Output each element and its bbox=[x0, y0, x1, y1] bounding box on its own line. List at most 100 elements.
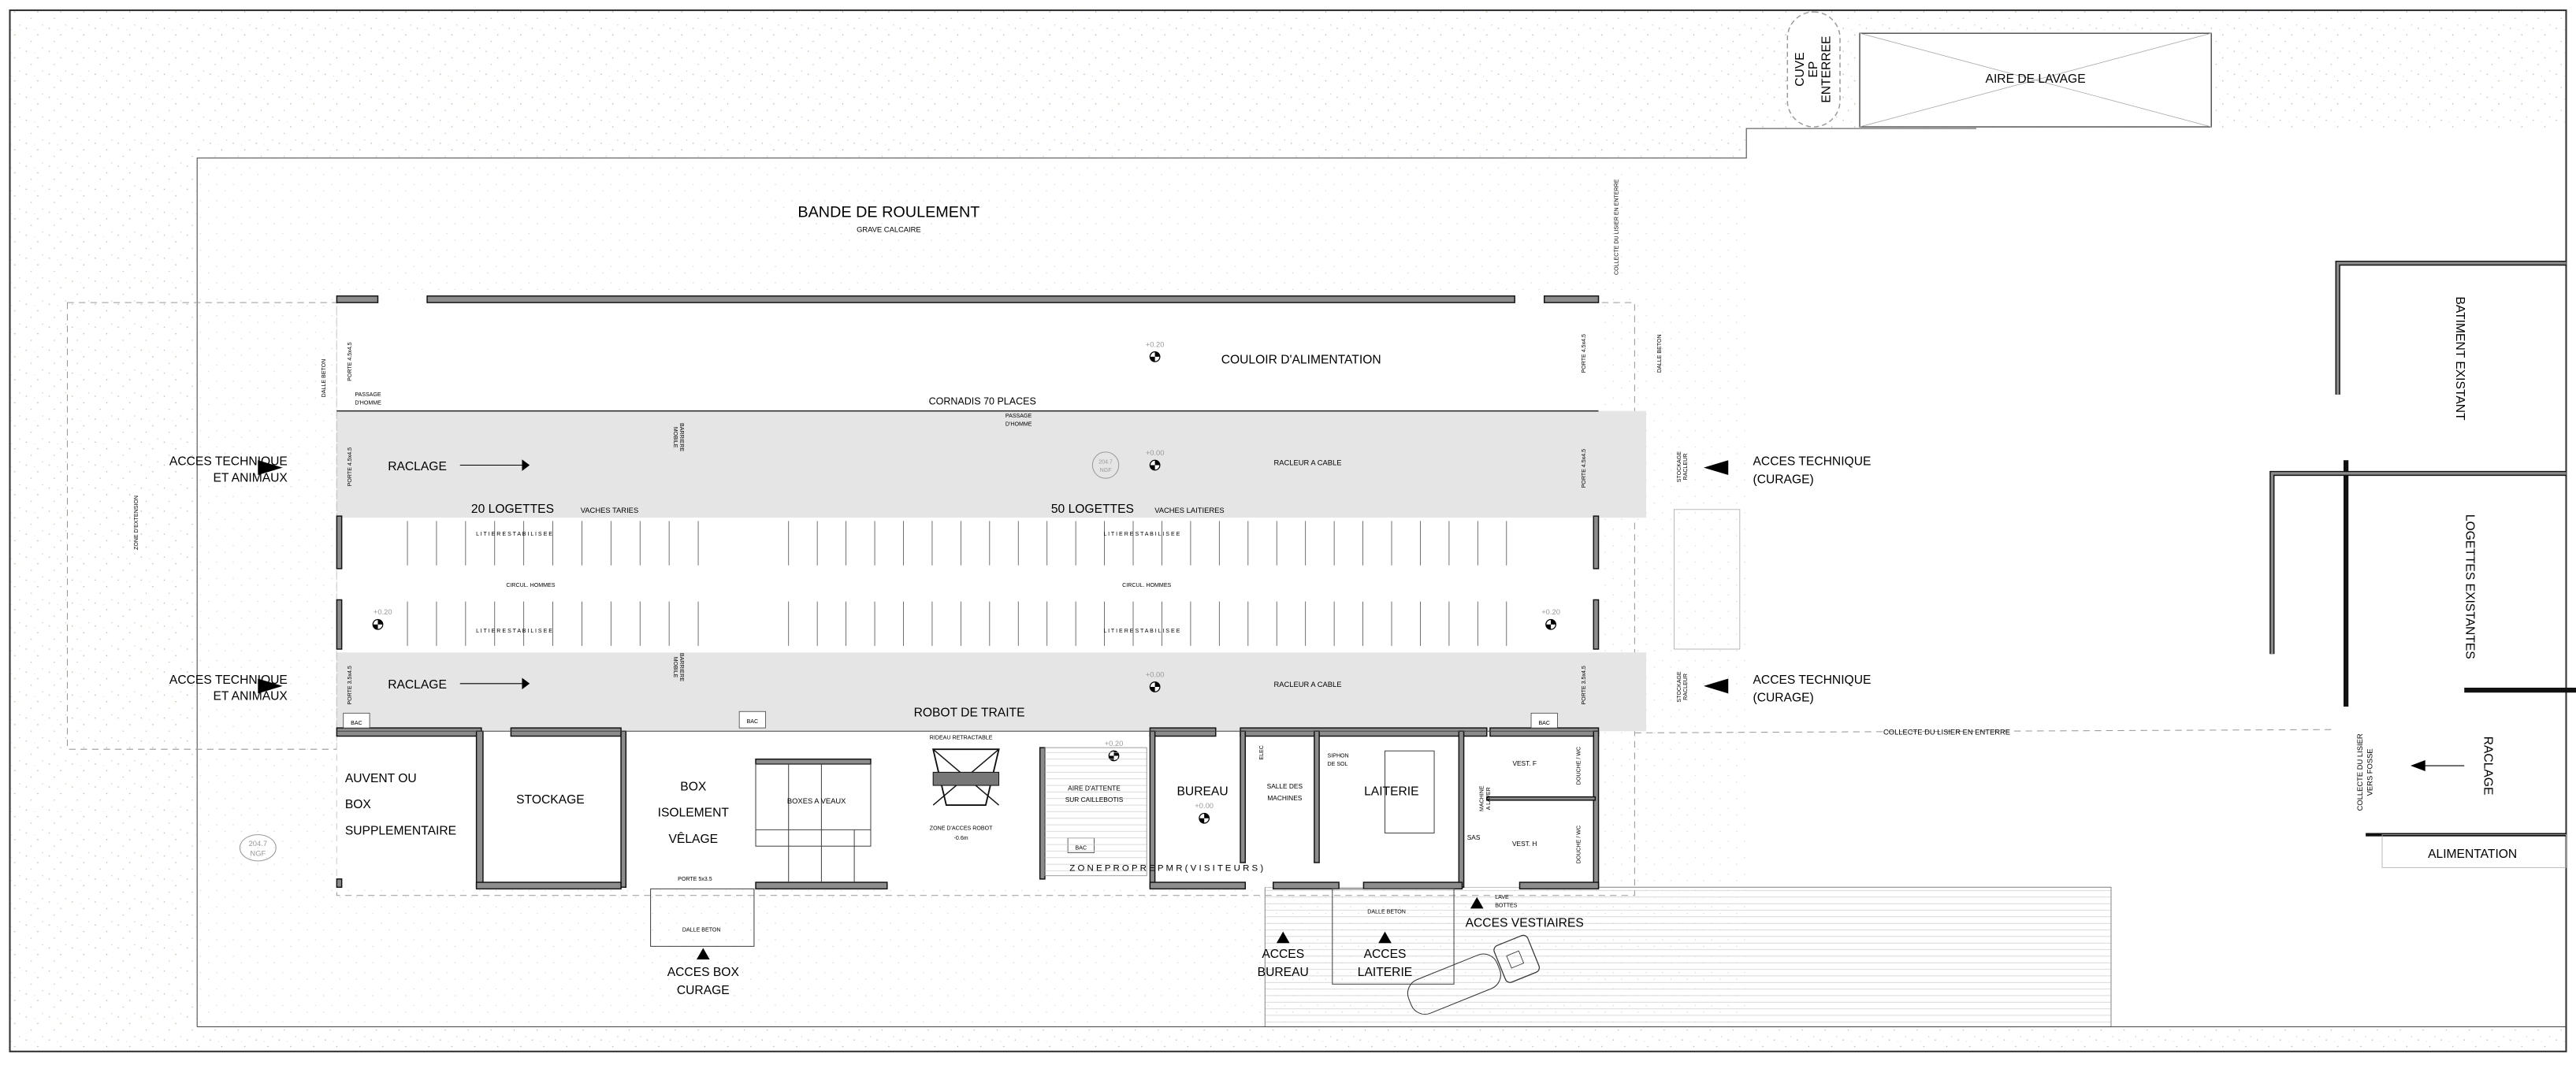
batiment-existant-label: BATIMENT EXISTANT bbox=[2453, 296, 2466, 421]
vaches-laitieres-label: VACHES LAITIERES bbox=[1154, 507, 1224, 514]
arrow-left-icon bbox=[1703, 678, 1729, 694]
bac: BAC bbox=[1530, 712, 1558, 729]
svg-text:ET ANIMAUX: ET ANIMAUX bbox=[213, 690, 288, 703]
svg-text:(CURAGE): (CURAGE) bbox=[1753, 692, 1814, 705]
svg-text:-0.6m: -0.6m bbox=[954, 835, 968, 841]
svg-text:ACCES TECHNIQUE: ACCES TECHNIQUE bbox=[1753, 674, 1872, 687]
couloir-label: COULOIR D'ALIMENTATION bbox=[1221, 353, 1381, 366]
raclage-existant-label: RACLAGE bbox=[2481, 737, 2494, 796]
svg-text:BOX: BOX bbox=[345, 798, 372, 811]
svg-text:BAC: BAC bbox=[351, 720, 362, 726]
acces-technique-left-2: ACCES TECHNIQUE ET ANIMAUX bbox=[169, 674, 288, 703]
zone-extension-label: ZONE D'EXTENSION bbox=[133, 495, 139, 550]
svg-text:BOX: BOX bbox=[680, 780, 707, 793]
bande-roulement-title: BANDE DE ROULEMENT bbox=[797, 204, 979, 221]
level-label: +0.00 bbox=[1146, 670, 1165, 678]
ngf-marker: 204.7 NGF bbox=[1091, 451, 1120, 479]
dalle-beton-laiterie: DALLE BETON bbox=[1367, 909, 1406, 915]
arrow-left-icon bbox=[1703, 460, 1729, 476]
room-bureau: BUREAU bbox=[1177, 785, 1229, 799]
room-elec: ELEC bbox=[1258, 745, 1265, 760]
svg-text:VERS FOSSE: VERS FOSSE bbox=[2366, 748, 2373, 796]
machine-laver-label: MACHINE A LAVER bbox=[1479, 785, 1492, 811]
svg-text:VÊLAGE: VÊLAGE bbox=[669, 831, 719, 846]
milking-robot bbox=[931, 748, 1000, 807]
lave-bottes-label: LAVE BOTTES bbox=[1495, 894, 1518, 908]
svg-text:ZONE D'ACCES ROBOT: ZONE D'ACCES ROBOT bbox=[930, 825, 993, 831]
svg-text:SIPHON: SIPHON bbox=[1328, 753, 1349, 759]
acces-bureau: ACCES BUREAU bbox=[1258, 931, 1309, 979]
raclage-band-bottom bbox=[336, 652, 1646, 732]
page-frame bbox=[9, 9, 2567, 1052]
svg-text:ACCES: ACCES bbox=[1262, 948, 1304, 961]
passage-homme: PASSAGE bbox=[355, 391, 381, 398]
collecte-fosse-label: COLLECTE DU LISIER VERS FOSSE bbox=[2356, 733, 2374, 811]
dalle-beton-box: DALLE BETON bbox=[682, 927, 721, 933]
svg-text:NGF: NGF bbox=[1100, 467, 1113, 473]
ngf-marker: 204.7 NGF bbox=[239, 834, 277, 862]
raclage-label-bottom: RACLAGE bbox=[388, 678, 447, 692]
svg-text:CUVE: CUVE bbox=[1794, 52, 1807, 86]
milk-truck bbox=[1407, 934, 1541, 1015]
svg-text:ACCES: ACCES bbox=[1364, 948, 1407, 961]
svg-text:COLLECTE DU LISIER: COLLECTE DU LISIER bbox=[2356, 733, 2364, 811]
svg-text:MACHINE: MACHINE bbox=[1479, 785, 1485, 811]
svg-text:LAITERIE: LAITERIE bbox=[1358, 966, 1412, 979]
porte-label: PORTE 3.5x4.5 bbox=[347, 666, 353, 705]
level-marker-fill bbox=[1150, 681, 1160, 692]
raclage-arrow-top bbox=[459, 459, 530, 471]
siphon-label: SIPHON DE SOL bbox=[1328, 753, 1349, 767]
rideau-label: RIDEAU RETRACTABLE bbox=[930, 735, 993, 741]
aire-lavage-label: AIRE DE LAVAGE bbox=[1986, 72, 2086, 86]
arrow-up-icon bbox=[696, 948, 710, 960]
yard-area bbox=[1746, 128, 2567, 1027]
svg-text:204.7: 204.7 bbox=[249, 840, 267, 848]
passage-homme: PASSAGE bbox=[1005, 413, 1032, 419]
logettes-partitions bbox=[407, 521, 1507, 646]
room-laiterie: LAITERIE bbox=[1364, 785, 1418, 799]
porte-label: PORTE 3.5x4.5 bbox=[1581, 666, 1587, 705]
dalle-beton-right: DALLE BETON bbox=[1656, 334, 1663, 373]
room-boxes-veaux: BOXES A VEAUX bbox=[787, 797, 846, 805]
svg-text:BAC: BAC bbox=[1538, 720, 1550, 726]
svg-text:ISOLEMENT: ISOLEMENT bbox=[658, 807, 730, 820]
litiere-label: L I T I E R E S T A B I L I S E E bbox=[1103, 628, 1180, 634]
room-stockage: STOCKAGE bbox=[516, 793, 585, 807]
building-walls bbox=[336, 295, 1600, 890]
level-label: +0.20 bbox=[1541, 608, 1560, 616]
litiere-label: L I T I E R E S T A B I L I S E E bbox=[476, 531, 552, 537]
svg-text:RACLEUR: RACLEUR bbox=[1682, 454, 1689, 481]
svg-text:RACLEUR: RACLEUR bbox=[1682, 674, 1689, 700]
level-marker-fill bbox=[1150, 351, 1160, 362]
svg-text:AUVENT OU: AUVENT OU bbox=[345, 772, 417, 785]
room-vest-f: VEST. F bbox=[1512, 759, 1537, 767]
room-aire-attente: AIRE D'ATTENTE SUR CAILLEBOTIS bbox=[1065, 784, 1124, 803]
level-label: +0.20 bbox=[374, 608, 392, 616]
svg-text:SALLE DES: SALLE DES bbox=[1267, 782, 1303, 790]
bac: BAC bbox=[738, 711, 766, 729]
svg-text:MACHINES: MACHINES bbox=[1267, 794, 1302, 802]
racleur-cable-top: RACLEUR A CABLE bbox=[1274, 459, 1342, 467]
arrow-up-icon bbox=[1378, 931, 1392, 944]
porte-label: PORTE 4.5x4.5 bbox=[347, 447, 353, 487]
bac: BAC bbox=[343, 712, 370, 729]
arrow-left-icon bbox=[2411, 760, 2465, 772]
litiere-label: L I T I E R E S T A B I L I S E E bbox=[476, 628, 552, 634]
logettes-existantes-label: LOGETTES EXISTANTES bbox=[2463, 514, 2476, 659]
svg-text:SUR CAILLEBOTIS: SUR CAILLEBOTIS bbox=[1065, 796, 1124, 803]
svg-text:BAC: BAC bbox=[747, 718, 759, 725]
stockage-racleur: STOCKAGE RACLEUR bbox=[1676, 671, 1689, 702]
svg-text:CURAGE: CURAGE bbox=[677, 984, 730, 997]
room-douche-wc: DOUCHE / WC bbox=[1576, 747, 1582, 785]
acces-vestiaires: ACCES VESTIAIRES bbox=[1466, 896, 1584, 930]
room-auvent: AUVENT OU BOX SUPPLEMENTAIRE bbox=[345, 772, 456, 838]
stockage-racleur: STOCKAGE RACLEUR bbox=[1676, 451, 1689, 482]
svg-text:BOTTES: BOTTES bbox=[1495, 902, 1518, 908]
room-box-isolement: BOX ISOLEMENT VÊLAGE bbox=[658, 780, 730, 846]
level-label: +0.20 bbox=[1105, 740, 1124, 748]
room-salle-machines: SALLE DES MACHINES bbox=[1267, 782, 1303, 802]
bande-roulement-sub: GRAVE CALCAIRE bbox=[857, 225, 921, 233]
porte-label: PORTE 4.5x4.5 bbox=[347, 342, 353, 381]
collecte-horizontal-label: COLLECTE DU LISIER EN ENTERRE bbox=[1883, 728, 2010, 736]
